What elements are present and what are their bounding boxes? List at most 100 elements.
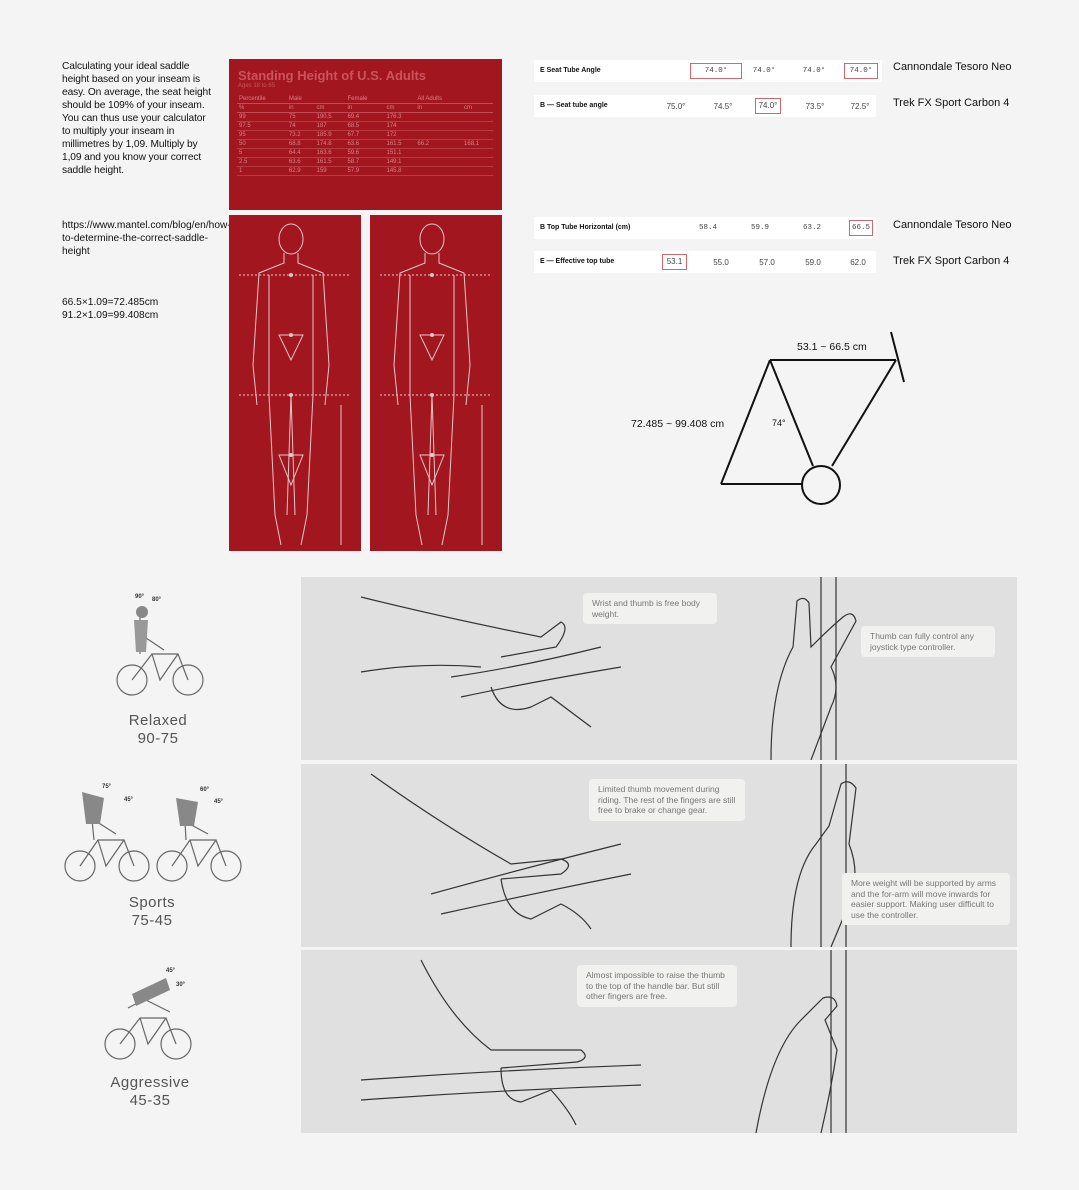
table-cell: 190.5	[314, 112, 346, 122]
table-cell: 174.8	[314, 139, 346, 149]
table-cell: 74	[286, 121, 315, 131]
table-cell	[415, 166, 463, 176]
table-cell: 75	[286, 112, 315, 122]
bottom-bracket-circle	[801, 465, 841, 505]
spec-row-seat-tube-trek: B — Seat tube angle 75.0° 74.5° 74.0° 73…	[534, 95, 876, 117]
spec-label: B — Seat tube angle	[540, 102, 608, 109]
table-cell: 67.7	[345, 130, 385, 140]
aggressive-rider-illustration	[104, 978, 192, 1060]
spec-row-top-tube-trek: E — Effective top tube 53.1 55.0 57.0 59…	[534, 251, 876, 273]
spec-value: 74.0°	[844, 63, 878, 79]
spec-value: 59.9	[750, 224, 769, 232]
body-outline-illustration	[239, 223, 349, 546]
relaxed-rider-illustration	[116, 606, 204, 696]
grip-note: Limited thumb movement during riding. Th…	[589, 779, 745, 821]
table-cell: 50	[237, 139, 287, 149]
source-link[interactable]: https://www.mantel.com/blog/en/how-to-de…	[62, 220, 231, 257]
spec-value: 62.0	[850, 258, 866, 267]
spec-value: 63.2	[802, 224, 821, 232]
table-header	[384, 95, 416, 104]
table-cell	[415, 130, 463, 140]
spec-value: 59.0	[805, 258, 821, 267]
table-header	[462, 95, 493, 104]
hand-grip-illustration	[360, 950, 847, 1133]
spec-row-top-tube-cannondale: B Top Tube Horizontal (cm) 58.4 59.9 63.…	[534, 217, 876, 239]
head-tube-line	[890, 331, 905, 383]
spec-value: 73.5°	[805, 102, 825, 111]
bike-name: Cannondale Tesoro Neo	[893, 61, 1012, 73]
table-cell: 151.1	[384, 148, 416, 158]
angle-label: 60°	[200, 787, 210, 793]
height-chart-title: Standing Height of U.S. Adults	[238, 68, 427, 83]
table-cell	[462, 121, 493, 131]
table-subheader: cm	[462, 103, 493, 113]
spec-label: E — Effective top tube	[540, 258, 615, 265]
calculation-block: 66.5×1.09=72.485cm 91.2×1.09=99.408cm	[62, 296, 212, 322]
table-cell: 2.5	[237, 157, 287, 167]
posture-range: 90-75	[137, 730, 179, 747]
grip-panel-relaxed: Wrist and thumb is free body weight. Thu…	[301, 577, 1017, 760]
table-subheader: cm	[384, 103, 416, 113]
table-cell	[415, 112, 463, 122]
table-cell: 97.5	[237, 121, 287, 131]
table-cell	[462, 112, 493, 122]
table-cell	[415, 148, 463, 158]
table-cell: 174	[384, 121, 416, 131]
table-cell	[462, 157, 493, 167]
calc-line-2: 91.2×1.09=99.408cm	[62, 310, 159, 321]
saddle-height-range-label: 72.485 ~ 99.408 cm	[631, 418, 725, 430]
spec-value: 74.0°	[690, 63, 742, 79]
height-table: Percentile Male Female All Adults % in c…	[237, 95, 493, 176]
table-cell: 176.3	[384, 112, 416, 122]
spec-value: 58.4	[698, 224, 717, 232]
table-subheader: in	[286, 103, 315, 113]
spec-value: 66.5	[849, 220, 873, 236]
intro-text: Calculating your ideal saddle height bas…	[62, 61, 211, 176]
table-cell: 172	[384, 130, 416, 140]
table-cell: 58.7	[345, 157, 385, 167]
height-chart-table: Standing Height of U.S. Adults Ages 18 t…	[229, 59, 502, 210]
posture-sports: Sports 75-45	[92, 894, 212, 930]
spec-value: 72.5°	[850, 102, 870, 111]
table-cell: 64.4	[286, 148, 315, 158]
table-cell: 168.1	[462, 139, 493, 149]
calc-line-1: 66.5×1.09=72.485cm	[62, 297, 159, 308]
table-header: Male	[286, 95, 315, 104]
spec-label: E Seat Tube Angle	[540, 67, 601, 74]
table-cell: 95	[237, 130, 287, 140]
spec-value: 74.0°	[802, 67, 826, 75]
spec-value: 74.0°	[752, 67, 776, 75]
table-cell: 66.2	[415, 139, 463, 149]
table-subheader: %	[237, 103, 287, 113]
angle-label: 90°	[135, 594, 145, 600]
grip-note: Almost impossible to raise the thumb to …	[577, 965, 737, 1007]
posture-name: Relaxed	[128, 712, 188, 729]
angle-label: 30°	[176, 982, 186, 988]
grip-panel-aggressive: Almost impossible to raise the thumb to …	[301, 950, 1017, 1133]
posture-range: 45-35	[129, 1092, 171, 1109]
down-line	[720, 359, 771, 485]
table-cell: 57.9	[345, 166, 385, 176]
bike-name: Trek FX Sport Carbon 4	[893, 255, 1010, 267]
table-cell	[462, 166, 493, 176]
table-cell	[462, 130, 493, 140]
table-header: Percentile	[237, 95, 287, 104]
table-cell: 69.4	[345, 112, 385, 122]
hand-grip-illustration	[370, 764, 857, 947]
grip-panel-sports: Limited thumb movement during riding. Th…	[301, 764, 1017, 947]
table-subheader: in	[345, 103, 385, 113]
table-cell	[415, 121, 463, 131]
posture-aggressive: Aggressive 45-35	[90, 1074, 210, 1110]
table-cell: 63.6	[345, 139, 385, 149]
posture-range: 75-45	[131, 912, 173, 929]
table-header: All Adults	[415, 95, 463, 104]
table-subheader: in	[415, 103, 463, 113]
table-header	[314, 95, 346, 104]
table-cell	[462, 148, 493, 158]
posture-name: Sports	[128, 894, 176, 911]
